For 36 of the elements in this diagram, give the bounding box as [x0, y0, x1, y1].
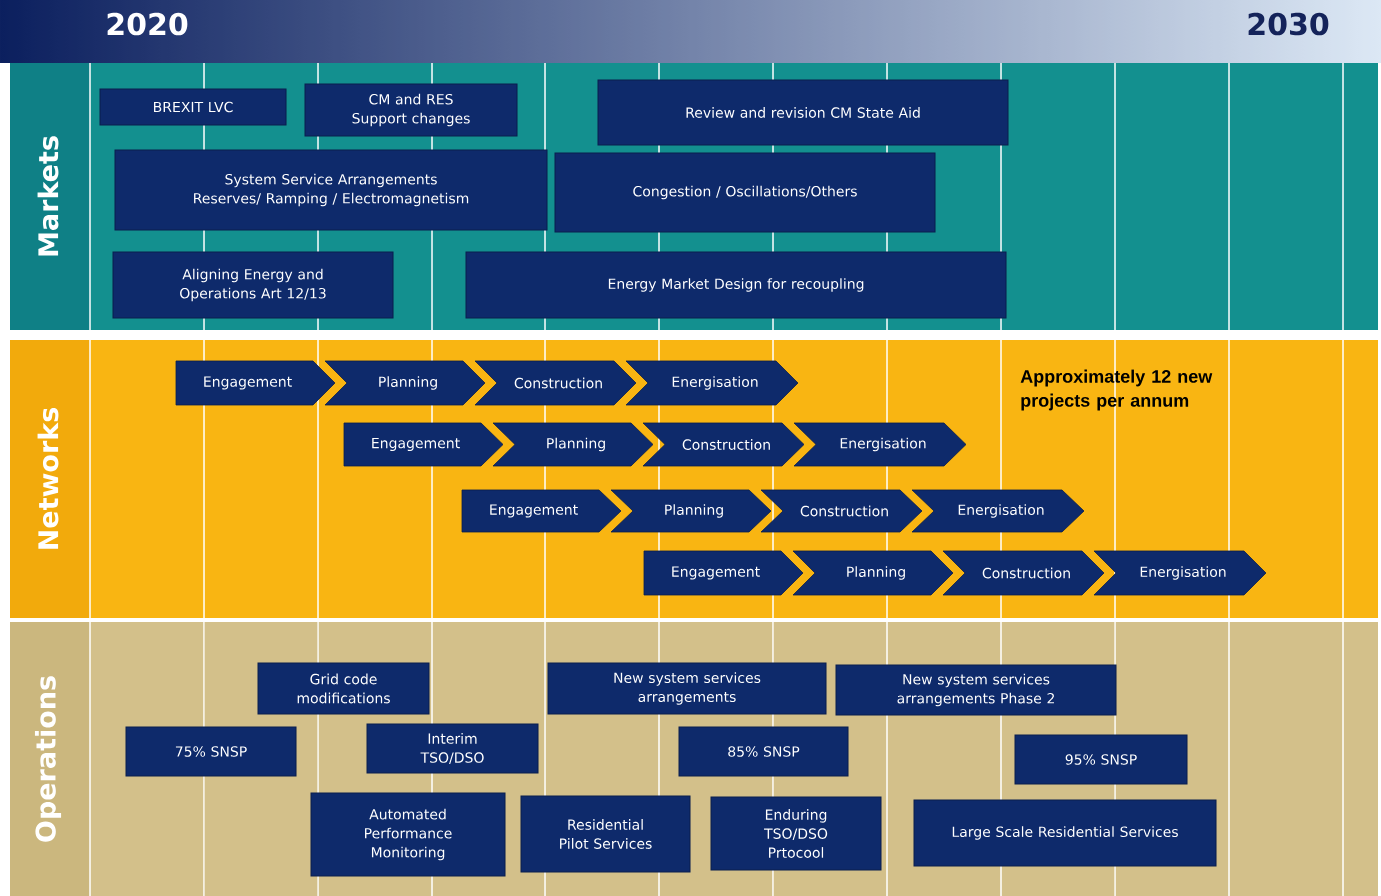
task-box: 75% SNSP [125, 726, 297, 777]
year-label: 2030 [1248, 12, 1329, 36]
chevron: Engagement [461, 489, 622, 533]
chevron: Energisation [625, 360, 799, 406]
task-box: 85% SNSP [678, 726, 849, 777]
task-box: Interim TSO/DSO [366, 723, 539, 774]
chevron: Engagement [643, 550, 804, 596]
chevron: Energisation [1093, 550, 1267, 596]
task-box: BREXIT LVC [99, 88, 287, 126]
task-box: Residential Pilot Services [520, 795, 691, 873]
chevron: Construction [760, 489, 923, 533]
chevron: Engagement [175, 360, 336, 406]
chevron: Energisation [911, 489, 1085, 533]
chevron: Planning [610, 489, 772, 533]
chevron: Planning [492, 422, 654, 467]
task-box: New system services arrangements Phase 2 [835, 664, 1117, 716]
chevron: Engagement [343, 422, 504, 467]
task-box: Energy Market Design for recoupling [465, 251, 1007, 319]
task-box: CM and RES Support changes [304, 83, 518, 137]
task-box: System Service Arrangements Reserves/ Ramping / Electromagnetism [114, 149, 548, 231]
chevron: Energisation [793, 422, 967, 467]
task-box: Enduring TSO/DSO Prtocool [710, 796, 882, 871]
task-box: Review and revision CM State Aid [597, 79, 1009, 146]
task-box: New system services arrangements [547, 662, 827, 715]
chevron: Planning [324, 360, 486, 406]
chevron: Construction [942, 550, 1105, 596]
chevron: Planning [792, 550, 954, 596]
chevron: Construction [642, 422, 805, 467]
task-box: Congestion / Oscillations/Others [554, 152, 936, 233]
task-box: Aligning Energy and Operations Art 12/13 [112, 251, 394, 319]
task-box: Large Scale Residential Services [913, 799, 1217, 867]
task-box: 95% SNSP [1014, 734, 1188, 785]
chevron: Construction [474, 360, 637, 406]
task-box: Automated Performance Monitoring [310, 792, 506, 877]
year-label: 2020 [107, 12, 188, 36]
task-box: Grid code modifications [257, 662, 430, 715]
